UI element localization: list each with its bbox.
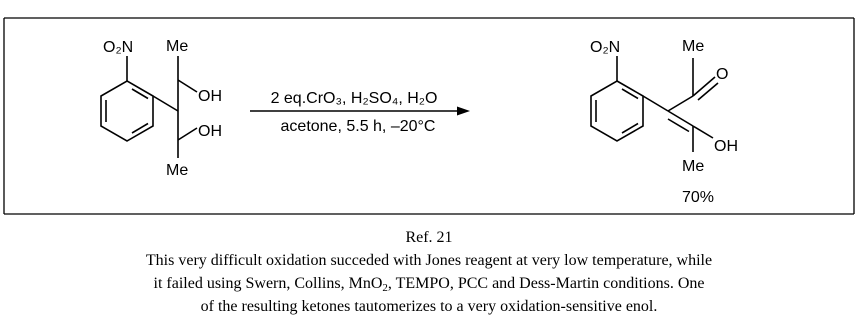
caption-line-2: it failed using Swern, Collins, MnO2, TE… — [153, 275, 705, 294]
caption-line-1: This very difficult oxidation succeded w… — [145, 252, 713, 269]
product-structure — [590, 56, 719, 152]
conditions-solvent: acetone, 5.5 h, –20°C — [281, 118, 436, 135]
reaction-arrow — [250, 106, 470, 116]
caption-reference: Ref. 21 — [405, 229, 453, 246]
reactant-no2-label: O₂N — [103, 39, 133, 56]
product-oh-label: OH — [714, 138, 738, 155]
scheme-frame — [3, 17, 855, 215]
product-carbonyl-o-label: O — [716, 66, 728, 83]
product-no2-label: O₂N — [590, 39, 620, 56]
caption-line-3: of the resulting ketones tautomerizes to… — [200, 298, 658, 315]
conditions-reagents: 2 eq.CrO₃, H₂SO₄, H₂O — [271, 90, 438, 107]
product-me-bottom-label: Me — [682, 158, 704, 175]
reactant-oh-top-label: OH — [198, 88, 222, 105]
product-yield: 70% — [682, 189, 714, 206]
reactant-me-bottom-label: Me — [166, 162, 188, 179]
product-me-top-label: Me — [682, 38, 704, 55]
figure-caption: Ref. 21 This very difficult oxidation su… — [0, 226, 858, 318]
reactant-structure — [100, 56, 198, 158]
reactant-oh-bottom-label: OH — [198, 123, 222, 140]
reactant-me-top-label: Me — [166, 38, 188, 55]
